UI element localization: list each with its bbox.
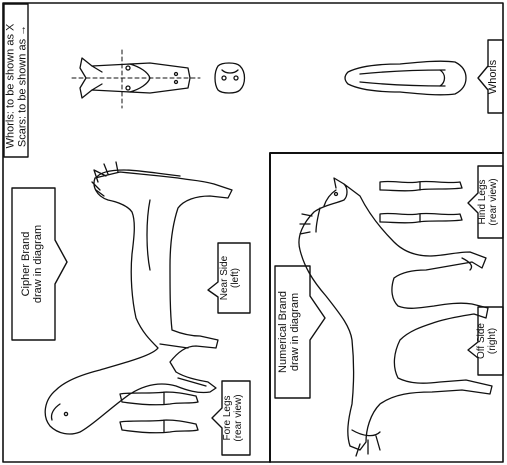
fore-legs-label: Fore Legs (rear view) (222, 383, 250, 453)
near-side-line1: Near Side (219, 245, 230, 311)
head-front-view (72, 50, 200, 108)
hind-legs-label: Hind Legs (rear view) (477, 167, 505, 237)
off-side-line2: (right) (487, 308, 498, 374)
legend-whorls: Whorls: to be shown as X (5, 10, 17, 163)
cipher-brand-line1: Cipher Brand (20, 212, 32, 316)
whorls-tab-text: Whorls (487, 47, 499, 107)
horse-off-side (299, 178, 492, 456)
hind-legs-line2: (rear view) (488, 167, 499, 237)
fore-legs-line2: (rear view) (233, 383, 244, 453)
hind-legs-rear-view (380, 181, 462, 222)
numerical-brand-line2: draw in diagram (289, 277, 301, 387)
body-top-view (345, 61, 466, 95)
legend-scars: Scars: to be shown as → (17, 10, 29, 163)
hind-legs-line1: Hind Legs (477, 167, 488, 237)
off-side-label: Off Side (right) (476, 308, 504, 374)
legend-text: Whorls: to be shown as X Scars: to be sh… (5, 10, 29, 163)
whorls-tab-label: Whorls (487, 47, 503, 107)
off-side-line1: Off Side (476, 308, 487, 374)
near-side-line2: (left) (230, 245, 241, 311)
muzzle-view (215, 63, 245, 93)
numerical-brand-label: Numerical Brand draw in diagram (277, 277, 305, 387)
numerical-brand-line1: Numerical Brand (277, 277, 289, 387)
cipher-brand-line2: draw in diagram (32, 212, 44, 316)
cipher-brand-label: Cipher Brand draw in diagram (20, 212, 48, 316)
fore-legs-line1: Fore Legs (222, 383, 233, 453)
near-side-label: Near Side (left) (219, 245, 247, 311)
outer-frame (3, 3, 503, 462)
fore-legs-rear-view (120, 392, 198, 433)
